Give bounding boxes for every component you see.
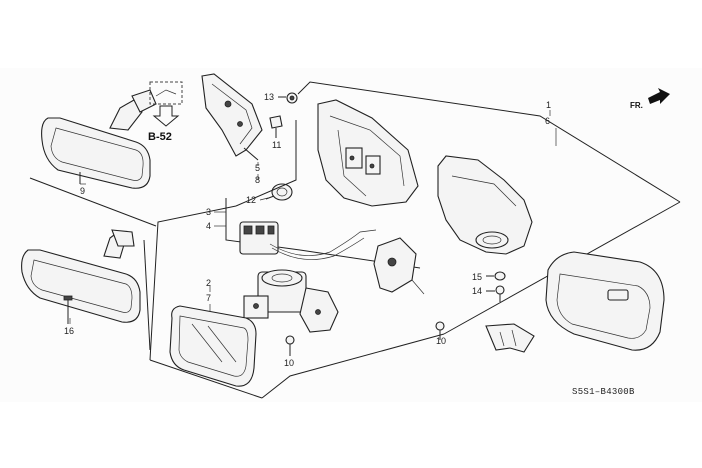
callout-12: 12 bbox=[246, 195, 256, 205]
screw-13 bbox=[278, 92, 298, 104]
screw-10-left bbox=[285, 335, 295, 356]
mirror-garnish-5-8 bbox=[201, 73, 263, 161]
reference-b52-pointer: B-52 bbox=[148, 81, 183, 143]
callout-9: 9 bbox=[80, 186, 85, 196]
callout-13: 13 bbox=[264, 92, 274, 102]
front-direction-indicator: FR. bbox=[630, 88, 670, 110]
inside-mirror-9 bbox=[41, 89, 157, 189]
callout-1: 1 bbox=[546, 100, 551, 110]
mirror-glass bbox=[169, 305, 257, 387]
callout-7: 7 bbox=[206, 293, 211, 303]
callout-5: 5 bbox=[255, 163, 260, 173]
mirror-shell bbox=[437, 155, 533, 255]
screw-10-right bbox=[435, 321, 445, 340]
callout-8: 8 bbox=[255, 175, 260, 185]
actuator-cable bbox=[239, 221, 425, 295]
separator-line bbox=[29, 177, 157, 227]
callout-4: 4 bbox=[206, 221, 211, 231]
left-divider bbox=[143, 239, 151, 351]
mirror-cap bbox=[545, 251, 665, 351]
callout-15: 15 bbox=[472, 272, 482, 282]
callout-6: 6 bbox=[545, 116, 550, 126]
drawing-code: S5S1–B4300B bbox=[572, 387, 635, 397]
callout-3: 3 bbox=[206, 207, 211, 217]
callouts: 9 16 13 11 5 8 12 3 4 1 6 15 14 2 7 10 1… bbox=[64, 92, 551, 368]
callout-14: 14 bbox=[472, 286, 482, 296]
ref-section-label: B-52 bbox=[148, 131, 172, 143]
leader-lines bbox=[69, 110, 557, 324]
callout-2: 2 bbox=[206, 278, 211, 288]
assembly-outline bbox=[149, 81, 681, 399]
inside-mirror-16 bbox=[21, 229, 141, 324]
mirror-bracket bbox=[485, 323, 535, 353]
callout-11: 11 bbox=[272, 140, 281, 150]
bolt-14 bbox=[486, 285, 505, 302]
direction-label: FR. bbox=[630, 101, 643, 110]
callout-10-left: 10 bbox=[284, 358, 294, 368]
mirror-housing-base bbox=[317, 99, 419, 207]
mirror-motor-unit bbox=[243, 269, 339, 333]
callout-16: 16 bbox=[64, 326, 74, 336]
nut-15 bbox=[486, 271, 506, 281]
clip-11 bbox=[269, 115, 283, 138]
callout-10-right: 10 bbox=[436, 336, 446, 346]
